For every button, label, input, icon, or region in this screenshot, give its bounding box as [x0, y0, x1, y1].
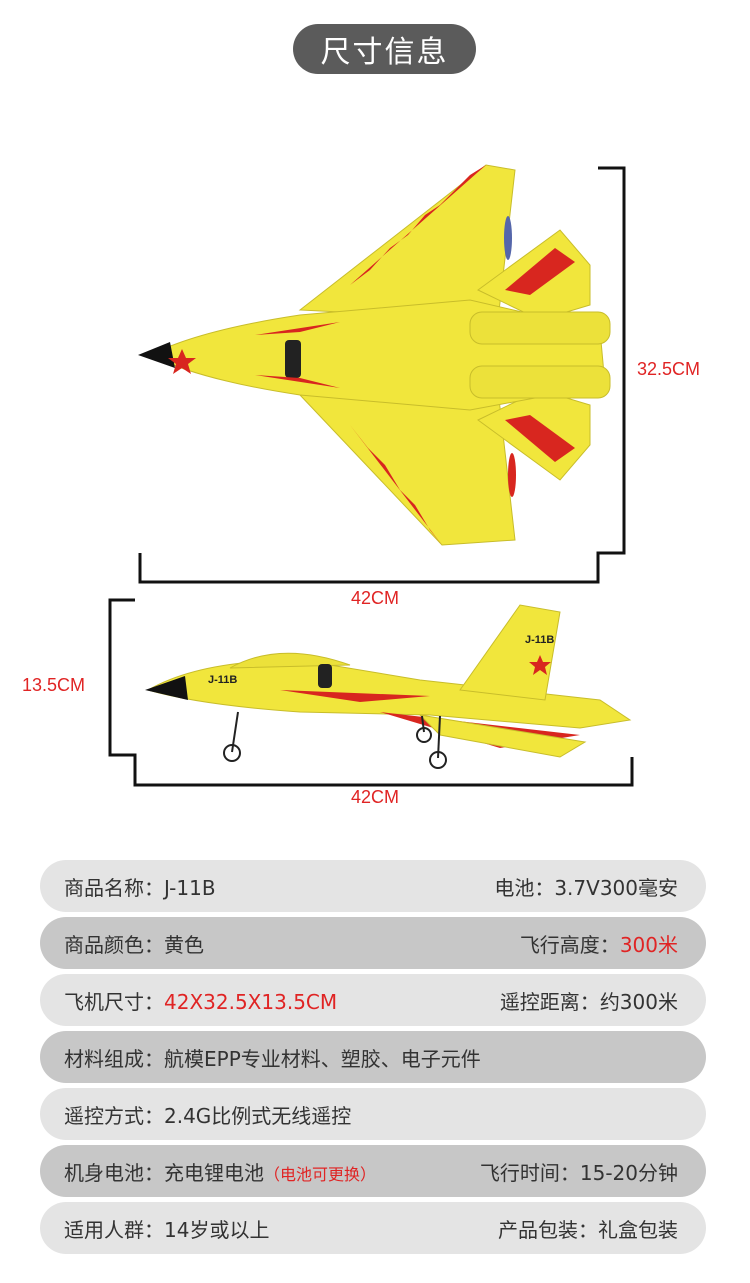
spec-audience: 适用人群：14岁或以上: [64, 1217, 270, 1242]
spec-row-body-battery-flight-time: 机身电池：充电锂电池（电池可更换） 飞行时间：15-20分钟: [40, 1145, 706, 1197]
spec-row-size-range: 飞机尺寸：42X32.5X13.5CM 遥控距离：约300米: [40, 974, 706, 1026]
spec-packaging: 产品包装：礼盒包装: [498, 1217, 678, 1242]
spec-row-audience-packaging: 适用人群：14岁或以上 产品包装：礼盒包装: [40, 1202, 706, 1254]
side-height-label: 13.5CM: [22, 675, 86, 695]
spec-material: 材料组成：航模EPP专业材料、塑胶、电子元件: [64, 1046, 481, 1071]
spec-row-material: 材料组成：航模EPP专业材料、塑胶、电子元件: [40, 1031, 706, 1083]
spec-control-mode: 遥控方式：2.4G比例式无线遥控: [64, 1103, 352, 1128]
spec-product-name: 商品名称：J-11B: [64, 875, 216, 900]
side-width-label: 42CM: [351, 787, 400, 807]
plane-side-view: J-11B J-11B: [145, 604, 632, 769]
plane-top-view: [138, 164, 611, 546]
spec-plane-size: 飞机尺寸：42X32.5X13.5CM: [64, 989, 338, 1014]
spec-row-color-altitude: 商品颜色：黄色 飞行高度：300米: [40, 917, 706, 969]
spec-row-name-battery: 商品名称：J-11B 电池：3.7V300毫安: [40, 860, 706, 912]
top-view-dimension-line: [138, 166, 626, 584]
spec-flight-time: 飞行时间：15-20分钟: [479, 1160, 678, 1185]
spec-battery: 电池：3.7V300毫安: [494, 875, 678, 900]
spec-body-battery: 机身电池：充电锂电池（电池可更换）: [64, 1160, 377, 1185]
spec-table: 商品名称：J-11B 电池：3.7V300毫安 商品颜色：黄色 飞行高度：300…: [40, 860, 706, 1259]
spec-control-range: 遥控距离：约300米: [499, 989, 678, 1014]
spec-flight-altitude: 飞行高度：300米: [519, 932, 678, 957]
side-tail-marking: J-11B: [525, 634, 554, 646]
side-nose-marking: J-11B: [208, 674, 237, 686]
plane-illustration: J-11B J-11B: [108, 164, 634, 787]
section-title: 尺寸信息: [293, 24, 476, 74]
spec-row-control-mode: 遥控方式：2.4G比例式无线遥控: [40, 1088, 706, 1140]
spec-product-color: 商品颜色：黄色: [64, 932, 204, 957]
side-view-dimension-line: [108, 598, 634, 787]
top-height-label: 32.5CM: [637, 359, 701, 379]
top-width-label: 42CM: [351, 588, 400, 608]
